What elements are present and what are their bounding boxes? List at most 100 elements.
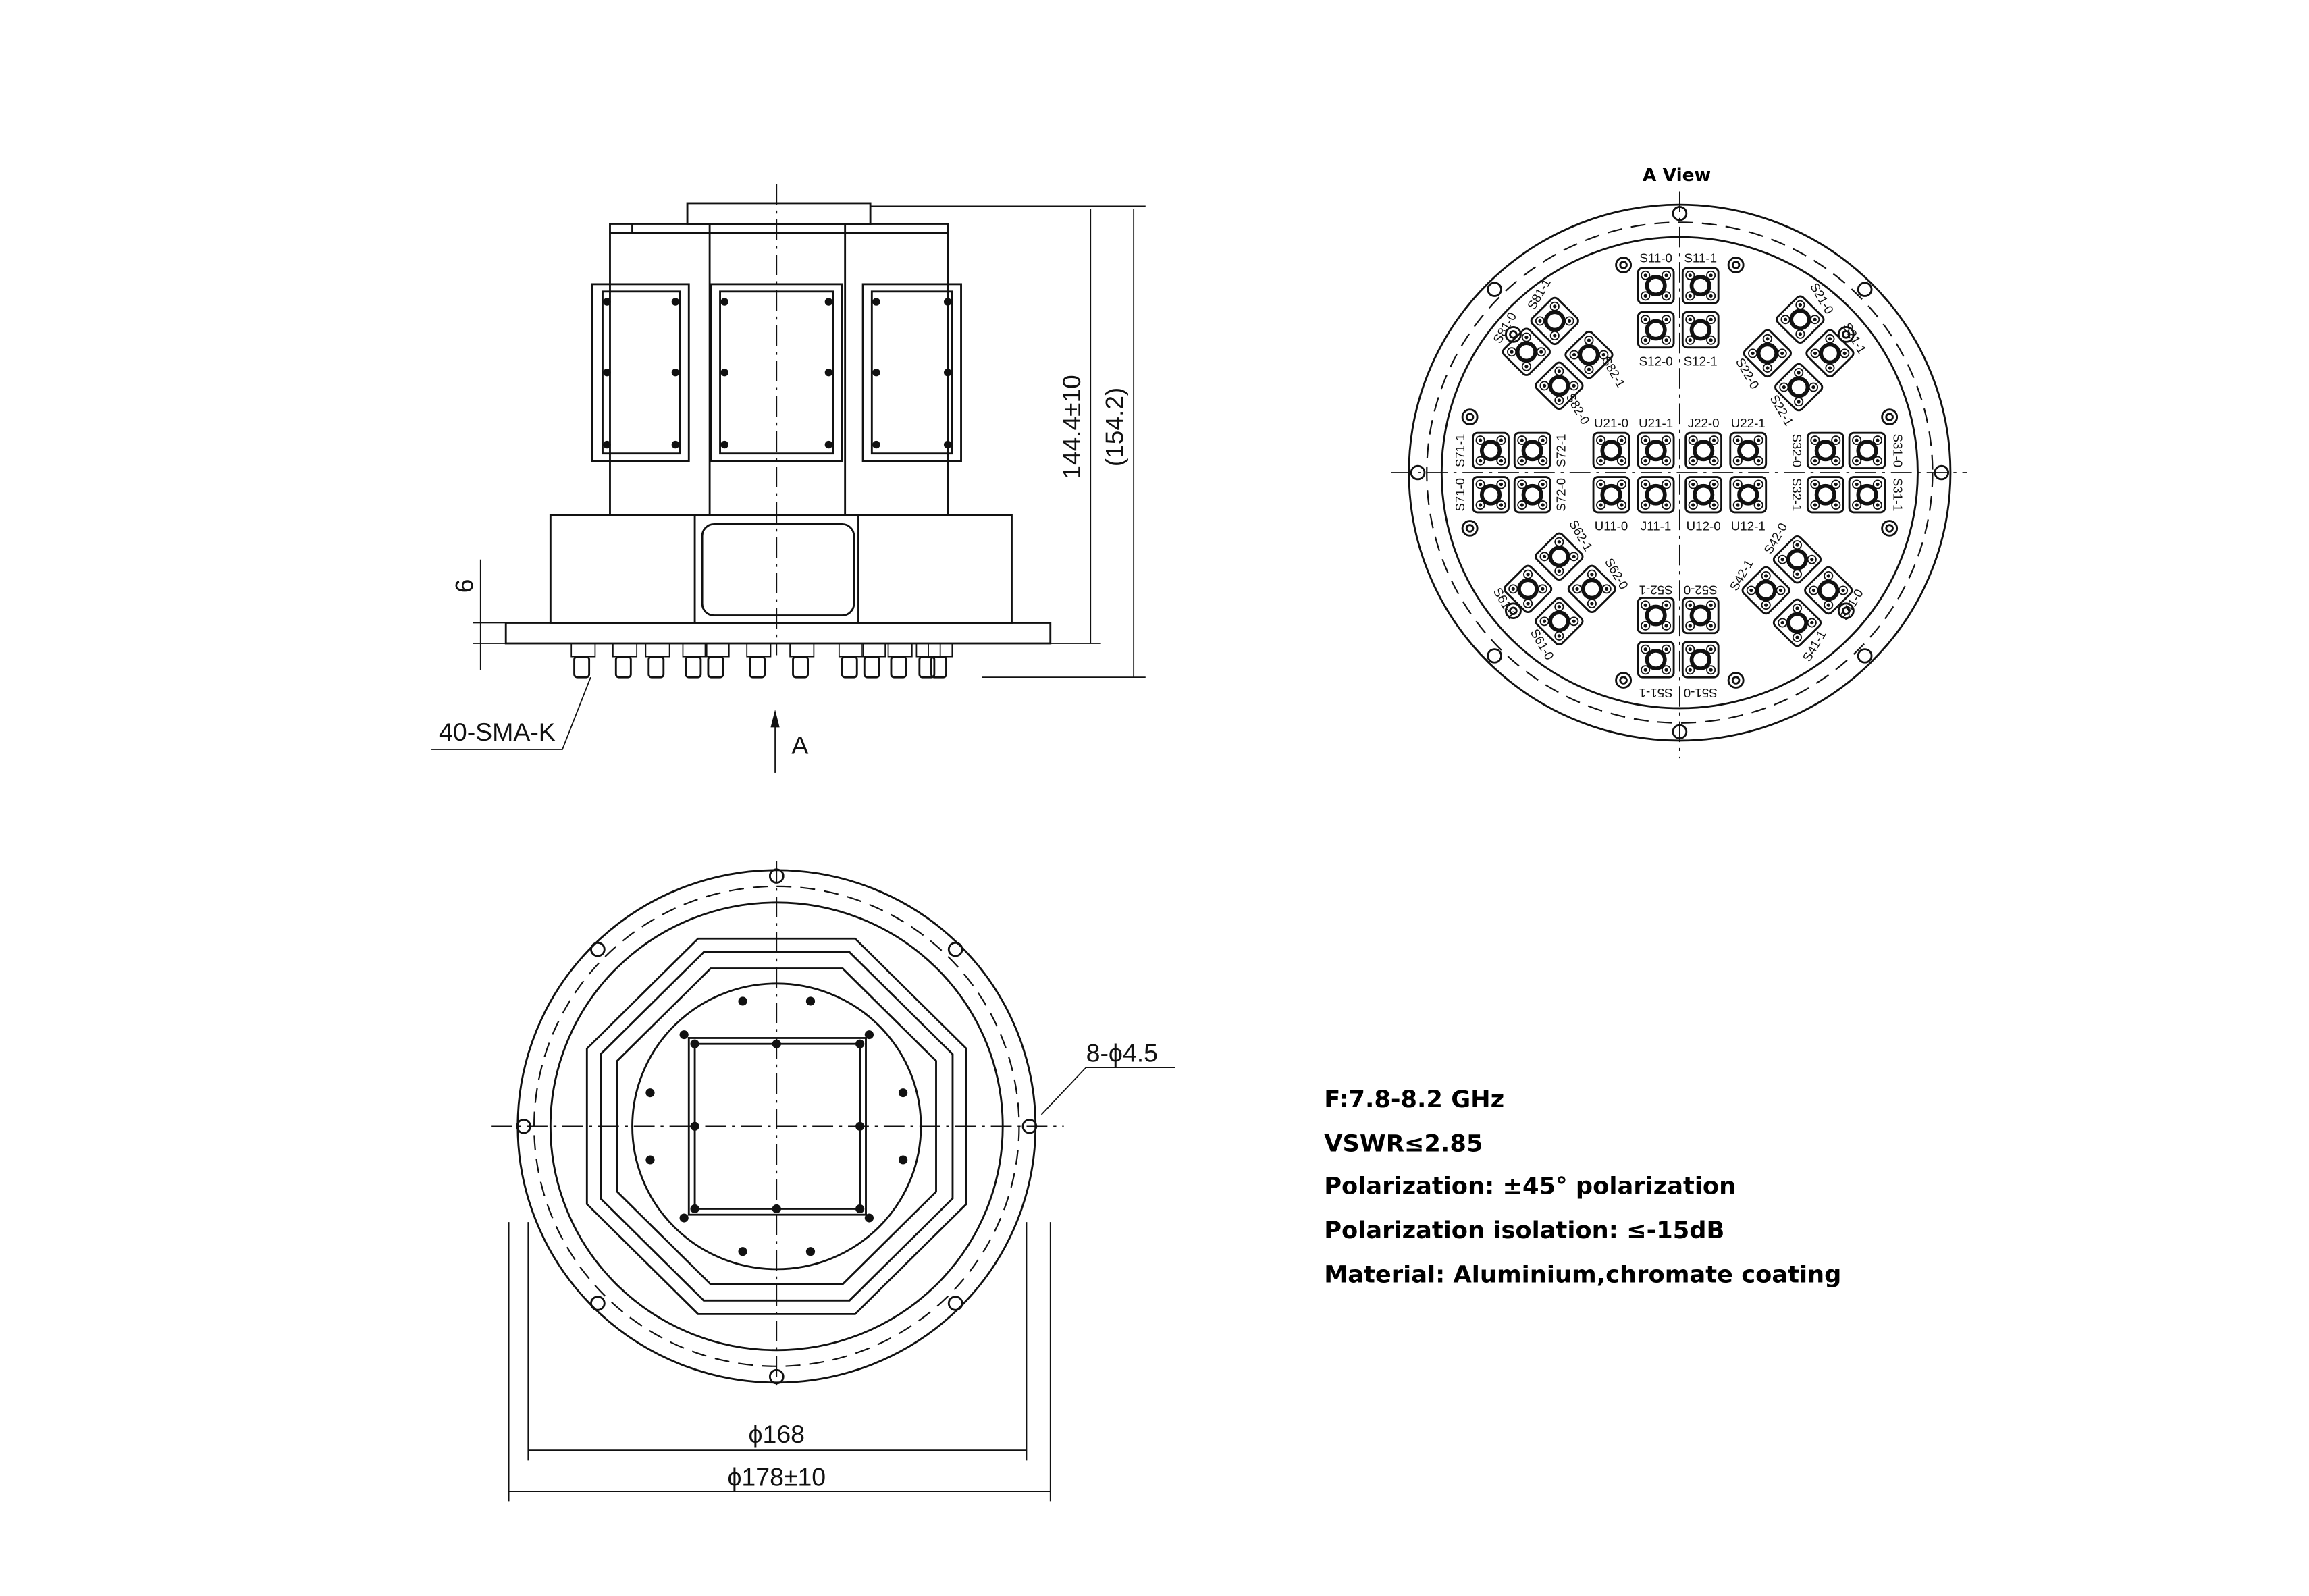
- screw-icon: [671, 440, 680, 449]
- screw-icon: [943, 369, 952, 377]
- specifications: F:7.8-8.2 GHz VSWR≤2.85 Polarization: ±4…: [1324, 1086, 1841, 1288]
- sma-connector-icon: [1806, 431, 1844, 469]
- screw-icon: [720, 440, 728, 449]
- screw-icon: [679, 1030, 689, 1040]
- screw-icon: [898, 1088, 908, 1098]
- sma-connector-icon: [685, 656, 702, 679]
- screw-icon: [603, 440, 611, 449]
- sma-connector-icon: [1684, 431, 1723, 469]
- mounting-hole-icon: [1021, 1119, 1038, 1134]
- view-arrow-icon: [770, 710, 780, 728]
- screw-hole-icon: [1837, 326, 1855, 343]
- screw-icon: [824, 298, 833, 306]
- sma-connector-icon: [1513, 431, 1551, 469]
- screw-hole-icon: [1727, 672, 1745, 689]
- sma-connector-icon: [1637, 311, 1675, 349]
- sma-connector-icon: [1637, 267, 1675, 304]
- connector-label: S62-1: [1566, 517, 1595, 553]
- screw-hole-icon: [1504, 602, 1522, 620]
- connector-label: U12-0: [1687, 519, 1721, 533]
- bottom-view: 8-ϕ4.5 ϕ168 ϕ178±10: [491, 861, 1175, 1502]
- outer-diameter-dimension: ϕ178±10: [727, 1463, 826, 1491]
- connector-label: J22-0: [1688, 416, 1720, 430]
- screw-hole-icon: [1615, 672, 1633, 689]
- sma-connector-icon: [863, 656, 880, 679]
- sma-connector-icon: [1772, 598, 1822, 647]
- screw-icon: [943, 440, 952, 449]
- connector-label: S22-0: [1733, 356, 1762, 392]
- mounting-hole-icon: [947, 1296, 963, 1311]
- sma-connector-icon: [930, 656, 947, 679]
- inner-diameter-dimension: ϕ168: [749, 1420, 805, 1448]
- connector-label: S52-0: [1684, 583, 1718, 597]
- sma-connector-icon: [1564, 330, 1614, 379]
- screw-hole-icon: [1461, 408, 1479, 425]
- side-panel-left: [591, 283, 690, 462]
- spec-isolation: Polarization isolation: ≤-15dB: [1324, 1217, 1724, 1244]
- sma-connector-icon: [1743, 329, 1792, 378]
- connector-label: S81-1: [1524, 276, 1554, 312]
- height-dimension: 144.4±10: [1057, 375, 1086, 479]
- screw-icon: [772, 1204, 781, 1213]
- screw-icon: [603, 298, 611, 306]
- sma-connector-icon: [1504, 564, 1553, 614]
- hole-callout: 8-ϕ4.5: [1086, 1039, 1158, 1067]
- base-flange: [504, 622, 1052, 645]
- sma-connector-icon: [1637, 431, 1675, 469]
- sma-connector-icon: [749, 656, 766, 679]
- screw-icon: [738, 996, 747, 1006]
- mounting-hole-icon: [590, 941, 606, 957]
- sma-connector-icon: [1741, 566, 1790, 615]
- sma-connector-icon: [1513, 476, 1551, 514]
- screw-icon: [864, 1213, 874, 1223]
- connector-label: S41-1: [1799, 628, 1828, 664]
- sma-connector-icon: [1681, 596, 1720, 635]
- screw-icon: [805, 1247, 816, 1256]
- connector-label: U21-0: [1594, 416, 1628, 430]
- connector-label: U21-1: [1639, 416, 1673, 430]
- screw-icon: [855, 1039, 865, 1048]
- screw-icon: [720, 369, 728, 377]
- sma-connector-icon: [1472, 476, 1510, 514]
- mounting-hole-icon: [1672, 724, 1688, 740]
- sma-connector-icon: [1592, 431, 1630, 469]
- spec-material: Material: Aluminium,chromate coating: [1324, 1261, 1841, 1289]
- screw-icon: [805, 996, 816, 1006]
- screw-hole-icon: [1504, 326, 1522, 343]
- mounting-hole-icon: [516, 1119, 532, 1134]
- screw-icon: [603, 369, 611, 377]
- screw-icon: [690, 1204, 699, 1213]
- sma-connector-icon: [1535, 532, 1584, 581]
- screw-icon: [864, 1030, 874, 1040]
- connector-label: S11-0: [1639, 251, 1672, 265]
- mounting-hole-icon: [947, 941, 963, 957]
- connector-label: S82-0: [1564, 391, 1593, 427]
- connector-label: S42-1: [1726, 557, 1755, 593]
- connector-label: U11-0: [1595, 519, 1628, 533]
- screw-icon: [772, 1039, 781, 1048]
- screw-icon: [855, 1204, 865, 1213]
- flange-thickness-dimension: 6: [450, 579, 479, 593]
- connector-label: S12-0: [1639, 354, 1673, 368]
- sma-connector-icon: [1806, 476, 1844, 514]
- sma-connector-icon: [1681, 641, 1720, 679]
- mounting-hole-icon: [1410, 464, 1426, 481]
- screw-icon: [679, 1213, 689, 1223]
- sma-connector-icon: [707, 656, 724, 679]
- mounting-hole-icon: [768, 868, 785, 884]
- sma-connector-icon: [1684, 476, 1723, 514]
- side-view: 144.4±10 (154.2) 6 40-SMA-K A: [431, 184, 1146, 773]
- connector-label: S82-1: [1599, 354, 1628, 390]
- screw-icon: [824, 440, 833, 449]
- screw-icon: [872, 440, 880, 449]
- connector-label: S22-1: [1767, 392, 1796, 428]
- sma-connector-icon: [1502, 327, 1551, 376]
- mounting-hole-icon: [1487, 282, 1502, 297]
- spec-polarization: Polarization: ±45° polarization: [1324, 1173, 1736, 1200]
- screw-hole-icon: [1881, 408, 1899, 425]
- sma-connector-icon: [614, 656, 632, 679]
- connector-label: S32-0: [1790, 434, 1804, 467]
- screw-icon: [872, 298, 880, 306]
